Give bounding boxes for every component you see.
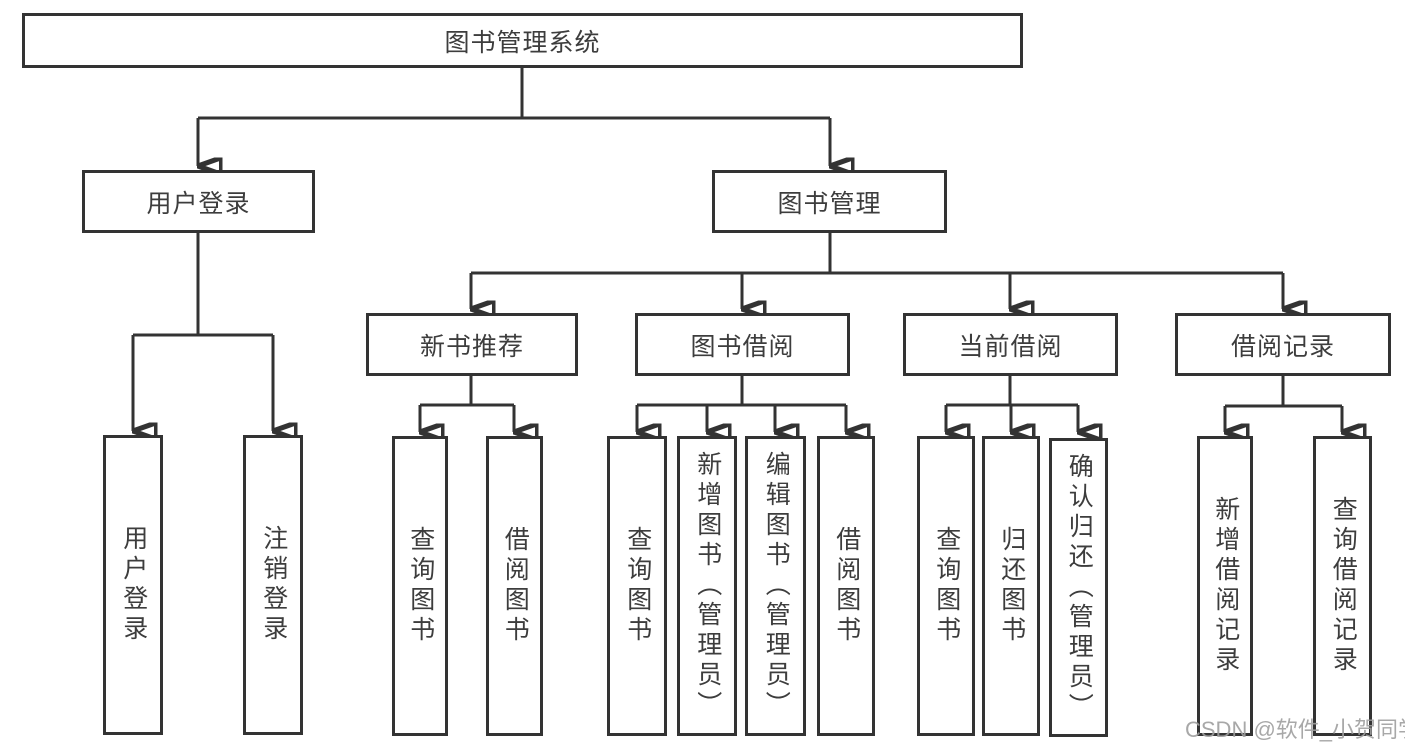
connector-record (1223, 374, 1342, 432)
leaf-label: 查询图书 (932, 526, 961, 646)
leaf-edit-books-admin: 编辑图书（管理员） (745, 436, 806, 736)
leaf-label: 注销登录 (259, 525, 288, 645)
node-label: 当前借阅 (958, 332, 1063, 361)
connector-book-mgmt (469, 231, 1283, 309)
node-label: 借阅记录 (1230, 332, 1335, 361)
leaf-user-login: 用户登录 (103, 435, 163, 735)
leaf-label: 查询图书 (623, 526, 652, 646)
leaf-confirm-return-admin: 确认归还（管理员） (1049, 438, 1108, 737)
leaf-label: 归还图书 (997, 526, 1026, 646)
leaf-borrow-books-2: 借阅图书 (817, 436, 875, 736)
connector-borrow (635, 374, 846, 432)
csdn-watermark: CSDN @软件_小贺同学 (1185, 717, 1405, 742)
node-label: 图书管理系统 (444, 28, 601, 57)
node-book-borrow: 图书借阅 (635, 313, 850, 376)
leaf-borrow-books-1: 借阅图书 (486, 436, 543, 736)
leaf-query-borrow-record: 查询借阅记录 (1313, 436, 1372, 736)
leaf-label: 新增借阅记录 (1211, 496, 1240, 676)
node-user-login: 用户登录 (82, 170, 315, 233)
leaf-label: 查询图书 (406, 526, 435, 646)
leaf-query-books-2: 查询图书 (607, 436, 667, 736)
leaf-logout: 注销登录 (243, 435, 303, 735)
node-label: 图书借阅 (690, 332, 795, 361)
leaf-label: 查询借阅记录 (1329, 496, 1358, 676)
connector-user-login (131, 231, 273, 431)
node-label: 新书推荐 (419, 332, 524, 361)
connector-new-book (418, 374, 514, 432)
connector-current (944, 374, 1078, 432)
leaf-query-books-1: 查询图书 (392, 436, 448, 736)
node-current-borrow: 当前借阅 (903, 313, 1118, 376)
leaf-label: 确认归还（管理员） (1065, 452, 1094, 723)
leaf-label: 新增图书（管理员） (693, 451, 722, 721)
leaf-add-books-admin: 新增图书（管理员） (677, 436, 737, 736)
leaf-label: 借阅图书 (501, 526, 530, 646)
leaf-label: 用户登录 (119, 525, 148, 645)
leaf-label: 借阅图书 (832, 526, 861, 646)
leaf-query-books-3: 查询图书 (917, 436, 975, 736)
node-new-book-recommend: 新书推荐 (366, 313, 578, 376)
leaf-label: 编辑图书（管理员） (762, 451, 791, 721)
connector-root (196, 66, 830, 166)
leaf-add-borrow-record: 新增借阅记录 (1197, 436, 1253, 736)
node-system-root: 图书管理系统 (22, 13, 1023, 68)
node-label: 图书管理 (777, 189, 882, 218)
leaf-return-books: 归还图书 (982, 436, 1040, 736)
node-borrow-record: 借阅记录 (1175, 313, 1391, 376)
node-label: 用户登录 (146, 189, 251, 218)
node-book-mgmt: 图书管理 (712, 170, 947, 233)
